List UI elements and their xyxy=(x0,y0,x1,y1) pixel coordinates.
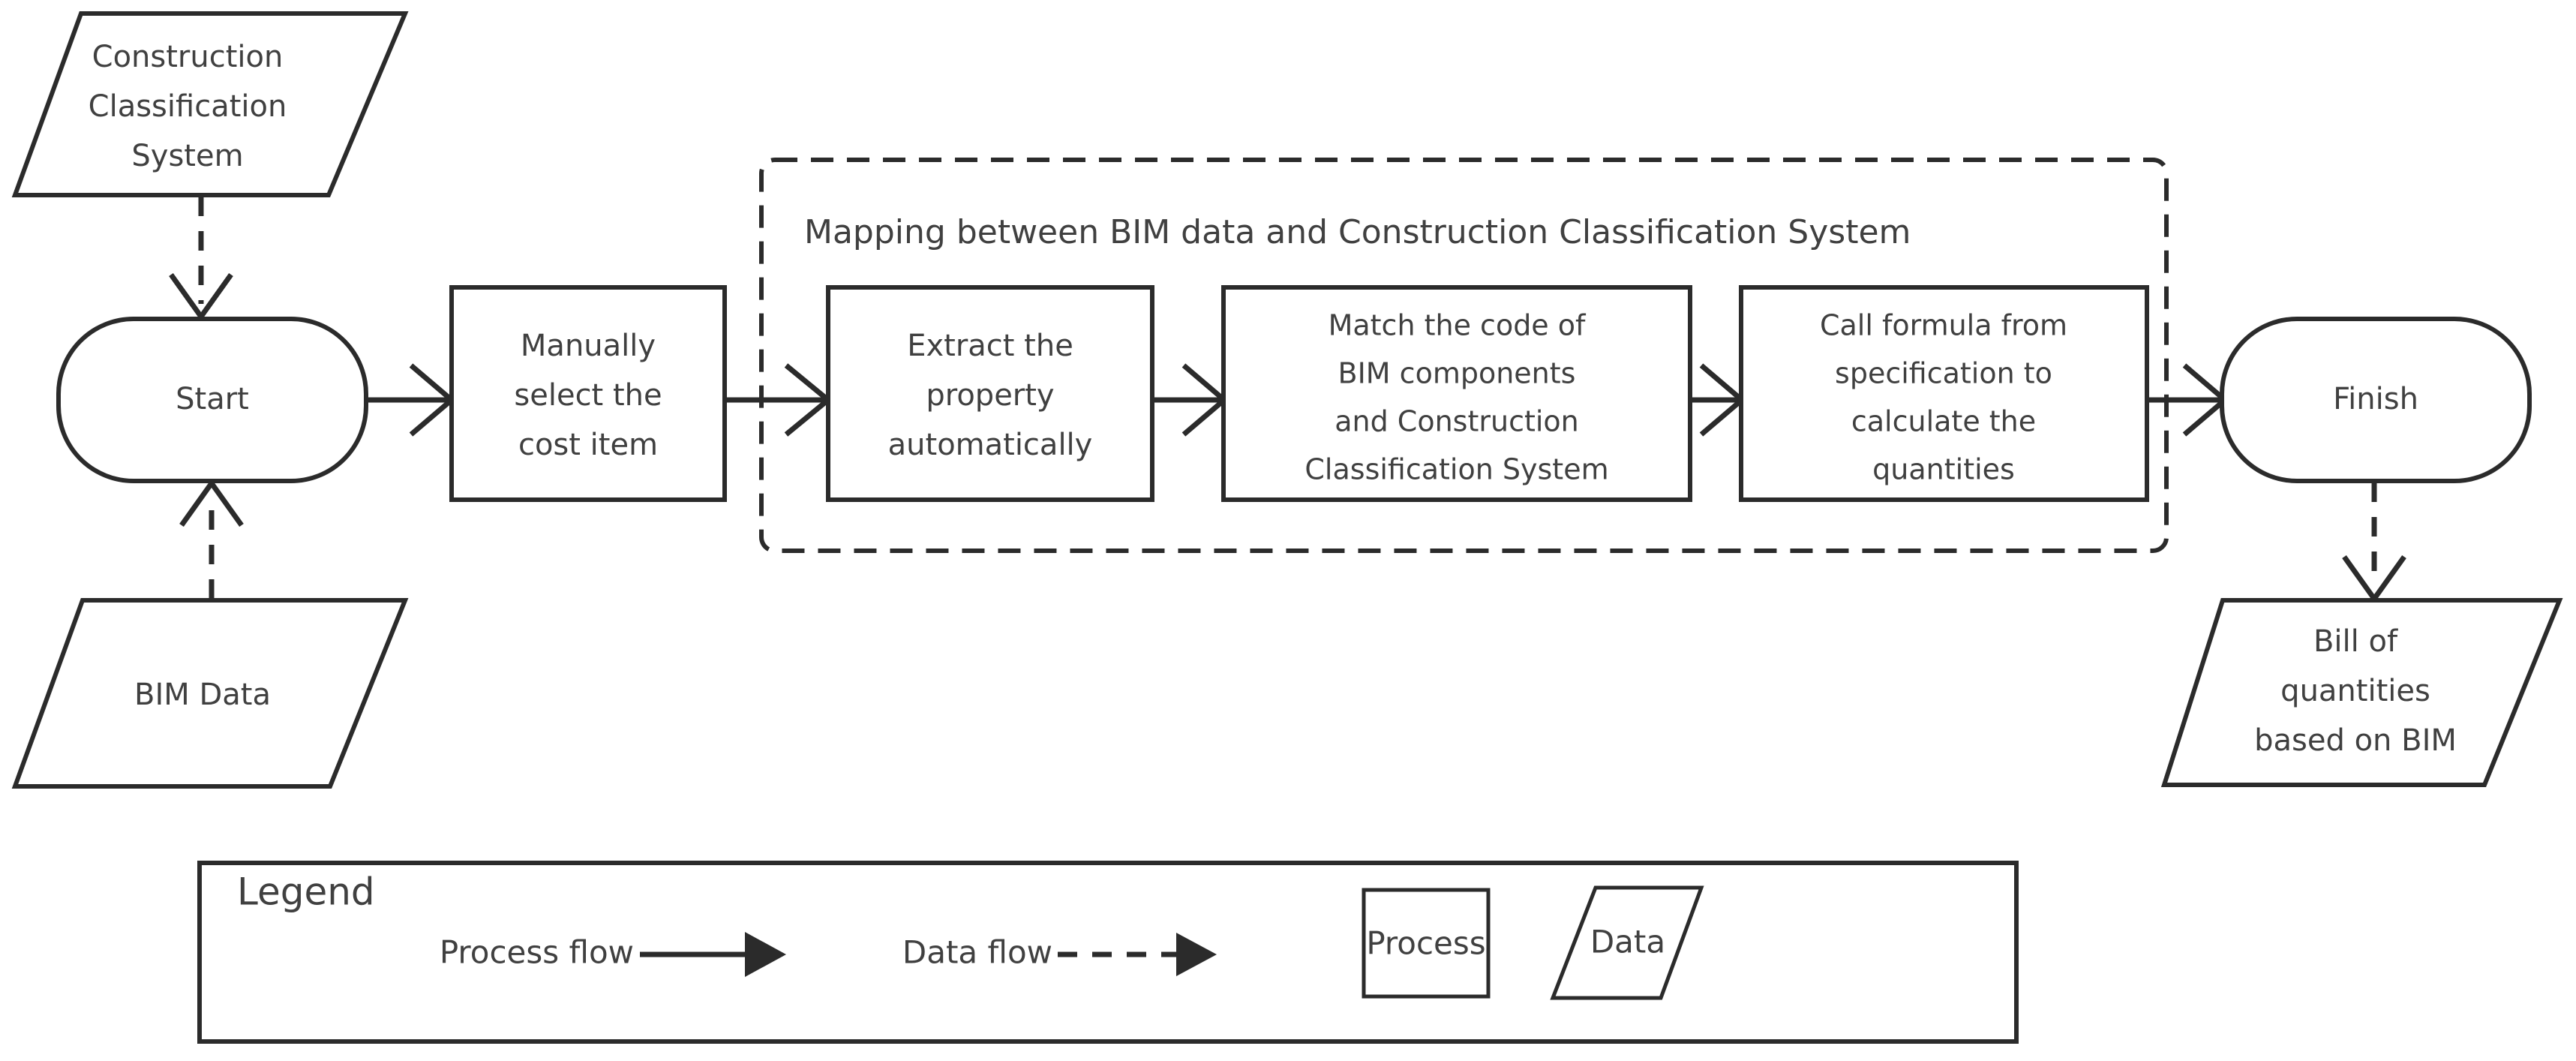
call-formula-line-3: calculate the xyxy=(1851,405,2036,438)
node-start[interactable]: Start xyxy=(56,317,368,483)
mapping-container-group: Mapping between BIM data and Constructio… xyxy=(759,158,2169,553)
edge-match-to-call-formula xyxy=(1690,363,1746,437)
legend-item-data-shape: Data xyxy=(1550,885,1704,1000)
bim-data-shape xyxy=(11,598,409,789)
manually-select-cost-item-line-1: Manually xyxy=(521,329,656,363)
node-construction-classification-system[interactable]: Construction Classification System xyxy=(11,11,409,197)
legend-item-process-flow: Process flow xyxy=(440,932,786,977)
mapping-container-title: Mapping between BIM data and Constructio… xyxy=(804,213,1911,251)
construction-classification-system-shape xyxy=(11,11,409,197)
mapping-container-box xyxy=(759,158,2169,553)
match-code-line-1: Match the code of xyxy=(1329,309,1587,342)
node-finish[interactable]: Finish xyxy=(2220,317,2532,483)
call-formula-shape xyxy=(1739,285,2149,502)
bill-of-quantities-line-3: based on BIM xyxy=(2254,723,2457,758)
match-code-line-4: Classification System xyxy=(1305,453,1608,486)
construction-classification-system-line-1: Construction xyxy=(92,40,284,74)
extract-property-line-2: property xyxy=(926,378,1054,413)
start-label: Start xyxy=(176,382,249,416)
node-manually-select-cost-item[interactable]: Manually select the cost item xyxy=(449,285,727,502)
finish-shape xyxy=(2220,317,2532,483)
node-extract-property[interactable]: Extract the property automatically xyxy=(826,285,1154,502)
construction-classification-system-line-3: System xyxy=(131,139,243,173)
manually-select-cost-item-line-2: select the xyxy=(514,378,662,413)
match-code-shape xyxy=(1221,285,1692,502)
edge-manually-select-to-extract xyxy=(725,363,833,437)
construction-classification-system-line-2: Classification xyxy=(89,89,287,124)
legend-item-data-flow: Data flow xyxy=(902,933,1217,976)
edge-call-formula-to-finish xyxy=(2147,363,2229,437)
call-formula-line-4: quantities xyxy=(1872,453,2015,486)
legend-title: Legend xyxy=(237,870,375,914)
legend-process-shape xyxy=(1362,888,1491,999)
legend-data-shape xyxy=(1550,885,1704,1000)
node-bim-data[interactable]: BIM Data xyxy=(11,598,409,789)
edge-bimdata-to-start xyxy=(179,478,244,599)
match-code-line-3: and Construction xyxy=(1335,405,1579,438)
call-formula-line-1: Call formula from xyxy=(1820,309,2067,342)
legend: Legend Process flow Data flow Process xyxy=(197,861,2019,1044)
node-call-formula[interactable]: Call formula from specification to calcu… xyxy=(1739,285,2149,502)
legend-item-process-shape: Process xyxy=(1362,888,1491,999)
manually-select-cost-item-shape xyxy=(449,285,727,502)
edge-start-to-manually-select xyxy=(368,363,456,437)
edge-finish-to-bill xyxy=(2342,482,2406,604)
node-bill-of-quantities[interactable]: Bill of quantities based on BIM xyxy=(2160,598,2563,787)
legend-data-flow-arrowhead xyxy=(1176,933,1217,976)
match-code-line-2: BIM components xyxy=(1338,357,1576,390)
legend-data-shape-label: Data xyxy=(1590,924,1665,960)
finish-label: Finish xyxy=(2333,382,2418,416)
legend-process-flow-label: Process flow xyxy=(440,934,634,971)
start-shape xyxy=(56,317,368,483)
legend-process-shape-label: Process xyxy=(1366,925,1485,962)
manually-select-cost-item-line-3: cost item xyxy=(518,428,658,462)
extract-property-line-1: Extract the xyxy=(907,329,1073,363)
edge-extract-to-match xyxy=(1152,363,1229,437)
extract-property-line-3: automatically xyxy=(888,428,1093,462)
node-match-code[interactable]: Match the code of BIM components and Con… xyxy=(1221,285,1692,502)
legend-process-flow-arrowhead xyxy=(745,932,786,977)
call-formula-line-2: specification to xyxy=(1835,357,2052,390)
edge-ccs-to-start xyxy=(169,197,233,322)
bill-of-quantities-line-1: Bill of xyxy=(2313,624,2398,659)
extract-property-shape xyxy=(826,285,1154,502)
bill-of-quantities-line-2: quantities xyxy=(2280,674,2430,708)
bim-data-label: BIM Data xyxy=(134,678,271,712)
legend-data-flow-label: Data flow xyxy=(902,934,1052,971)
bill-of-quantities-shape xyxy=(2160,598,2563,787)
